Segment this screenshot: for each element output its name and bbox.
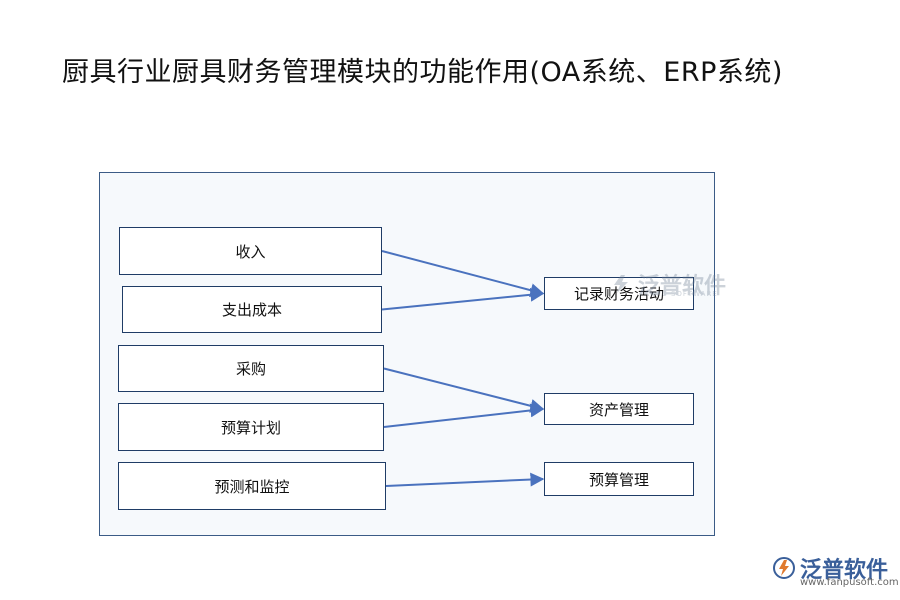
source-label: 预测和监控 — [214, 477, 290, 496]
source-box-budget-plan: 预算计划 — [118, 403, 384, 451]
fanpu-logo-icon — [773, 557, 795, 579]
connector-arrow — [385, 472, 545, 487]
target-label: 资产管理 — [588, 400, 649, 419]
brand-logo: 泛普软件 www.fanpusoft.com — [772, 552, 899, 588]
target-box-budget: 预算管理 — [544, 462, 694, 496]
fanpu-logo-icon — [614, 275, 628, 293]
target-box-record: 记录财务活动 — [544, 277, 694, 310]
target-label: 记录财务活动 — [573, 285, 664, 303]
source-box-income: 收入 — [119, 227, 382, 275]
connector-arrow — [383, 403, 545, 428]
watermark-sub: FANPU SOFTWARE — [640, 290, 718, 298]
connector-arrow — [383, 367, 545, 413]
target-box-asset: 资产管理 — [544, 393, 694, 425]
page-title: 厨具行业厨具财务管理模块的功能作用(OA系统、ERP系统) — [62, 57, 783, 88]
source-label: 收入 — [235, 242, 266, 261]
source-label: 预算计划 — [220, 418, 281, 437]
source-box-forecast: 预测和监控 — [118, 462, 386, 510]
logo-text: 泛普软件 — [800, 558, 889, 583]
source-box-cost: 支出成本 — [122, 286, 382, 333]
logo-url: www.fanpusoft.com — [800, 577, 899, 588]
connector-arrow — [381, 250, 545, 298]
source-box-purchase: 采购 — [118, 345, 384, 392]
source-label: 支出成本 — [221, 301, 282, 319]
watermark: 泛普软件 FANPU SOFTWARE — [610, 268, 726, 300]
watermark-text: 泛普软件 — [638, 274, 727, 299]
connector-arrow — [381, 287, 545, 311]
source-label: 采购 — [235, 360, 266, 378]
target-label: 预算管理 — [588, 470, 649, 489]
